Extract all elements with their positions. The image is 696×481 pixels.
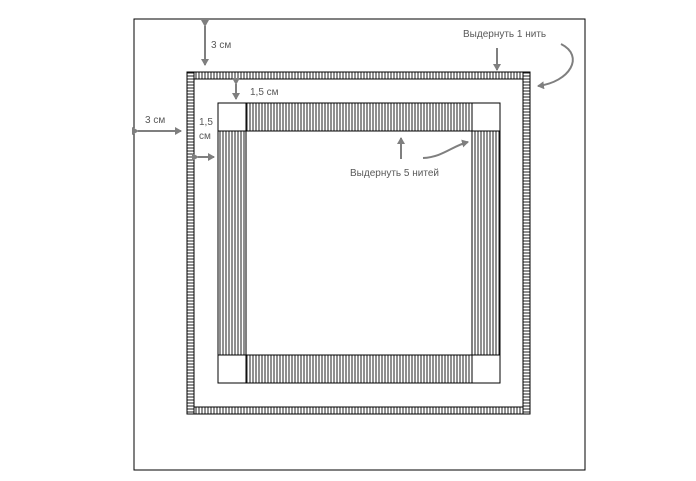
five-thread-band — [217, 102, 501, 384]
fabric-outline — [133, 18, 586, 471]
corner-squares — [217, 102, 501, 384]
single-thread-band — [186, 71, 531, 415]
inner-left-label-line2: см — [199, 131, 211, 142]
pull-one-curved-arrow — [537, 43, 574, 90]
pull-five-threads-label: Выдернуть 5 нитей — [350, 168, 439, 179]
inner-top-label: 1,5 см — [250, 87, 279, 98]
inner-left-label-line1: 1,5 — [199, 117, 213, 128]
pull-five-curved-arrow — [422, 139, 469, 159]
pull-one-thread-label: Выдернуть 1 нить — [463, 29, 546, 40]
left-margin-label: 3 см — [145, 115, 165, 126]
top-margin-label: 3 см — [211, 40, 231, 51]
